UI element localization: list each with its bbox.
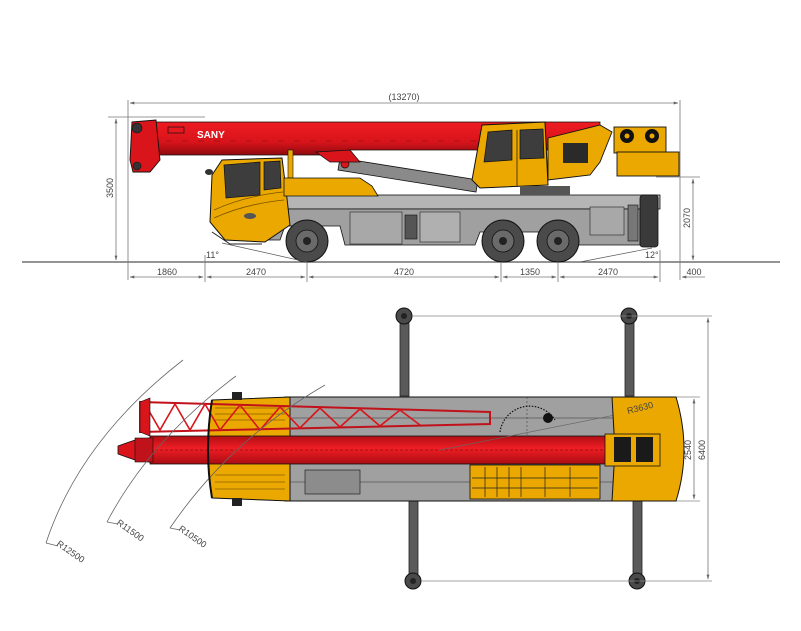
outrigger-pad [404,572,422,590]
overall-length-label: (13270) [388,92,419,102]
outrigger-span-dimension: 6400 [412,315,712,582]
segment-label: 4720 [394,267,414,277]
driver-cab [205,149,294,245]
wheel-rear-2 [536,219,580,263]
segment-label: 2470 [598,267,618,277]
vehicle-width-label: 2540 [683,440,693,460]
segment-label: 1350 [520,267,540,277]
counterweight-height-label: 2070 [682,208,692,228]
lattice-jib [139,397,491,437]
segment-label: 2470 [246,267,266,277]
approach-angle-label: 11° [206,250,219,260]
radius-label: R11500 [115,517,146,543]
wheel-front [285,219,329,263]
engine-cover [283,177,379,197]
wheels-side [285,219,580,263]
side-view: (13270) 3500 2070 SANY [22,92,780,282]
boom-top [117,407,651,465]
brand-logo: SANY [197,130,225,141]
top-view: 6400 2540 [45,307,712,590]
outrigger-span-label: 6400 [697,440,707,460]
wheel-rear-1 [481,219,525,263]
radius-label: R12500 [55,538,87,564]
length-segments-dimension: 1860 2470 4720 1350 2470 400 [129,250,705,282]
chassis-side [239,194,661,248]
overall-length-dimension: (13270) [127,92,681,280]
segment-label: 1860 [157,267,177,277]
outrigger-pad [395,307,413,325]
radius-label: R10500 [177,523,209,549]
overall-height-label: 3500 [105,178,115,198]
engine-top [469,464,601,500]
counterweight [616,151,680,177]
departure-angle-label: 12° [645,250,659,260]
superstructure [471,121,680,195]
segment-label: 400 [686,267,701,277]
counterweight-height-dimension: 2070 [656,176,700,261]
overall-height-dimension: 3500 [105,116,205,261]
